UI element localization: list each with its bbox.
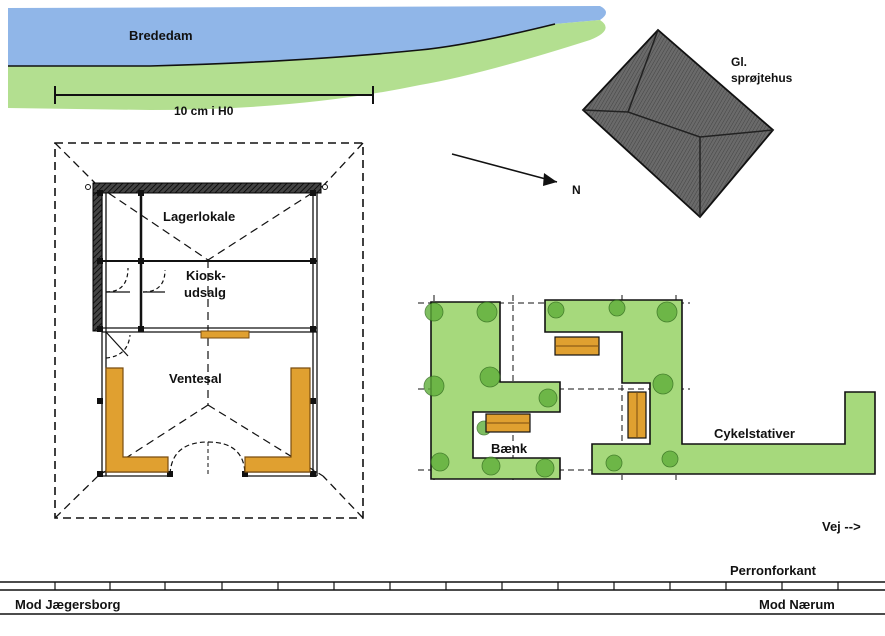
shore-line — [8, 23, 556, 67]
kiosk-label-1: Kiosk- — [186, 268, 226, 283]
garden-hedges: Bænk Cykelstativer — [418, 295, 876, 480]
scale-bar: 10 cm i H0 — [54, 86, 374, 118]
scale-label: 10 cm i H0 — [174, 104, 234, 118]
lake-water — [8, 6, 606, 66]
grass-bank — [8, 20, 606, 110]
platform-edge-label: Perronforkant — [730, 563, 817, 578]
station-building: Lagerlokale Kiosk- udsalg Ventesal — [54, 142, 364, 519]
bike-racks-label: Cykelstativer — [714, 426, 795, 441]
old-building-label-2: sprøjtehus — [731, 71, 793, 85]
road-label: Vej --> — [822, 519, 861, 534]
bench-label: Bænk — [491, 441, 528, 456]
direction-left-label: Mod Jægersborg — [15, 597, 121, 612]
waiting-room-label: Ventesal — [169, 371, 222, 386]
north-label: N — [572, 183, 581, 197]
kiosk-label-2: udsalg — [184, 285, 226, 300]
lake-label: Brededam — [129, 28, 193, 43]
direction-right-label: Mod Nærum — [759, 597, 835, 612]
old-fire-station: Gl. sprøjtehus — [581, 28, 793, 219]
old-building-label-1: Gl. — [731, 55, 747, 69]
storage-label: Lagerlokale — [163, 209, 235, 224]
lake-area: Brededam — [8, 6, 606, 110]
north-arrow: N — [451, 153, 581, 197]
platform: Perronforkant Mod Jægersborg Mod Nærum — [0, 563, 885, 615]
